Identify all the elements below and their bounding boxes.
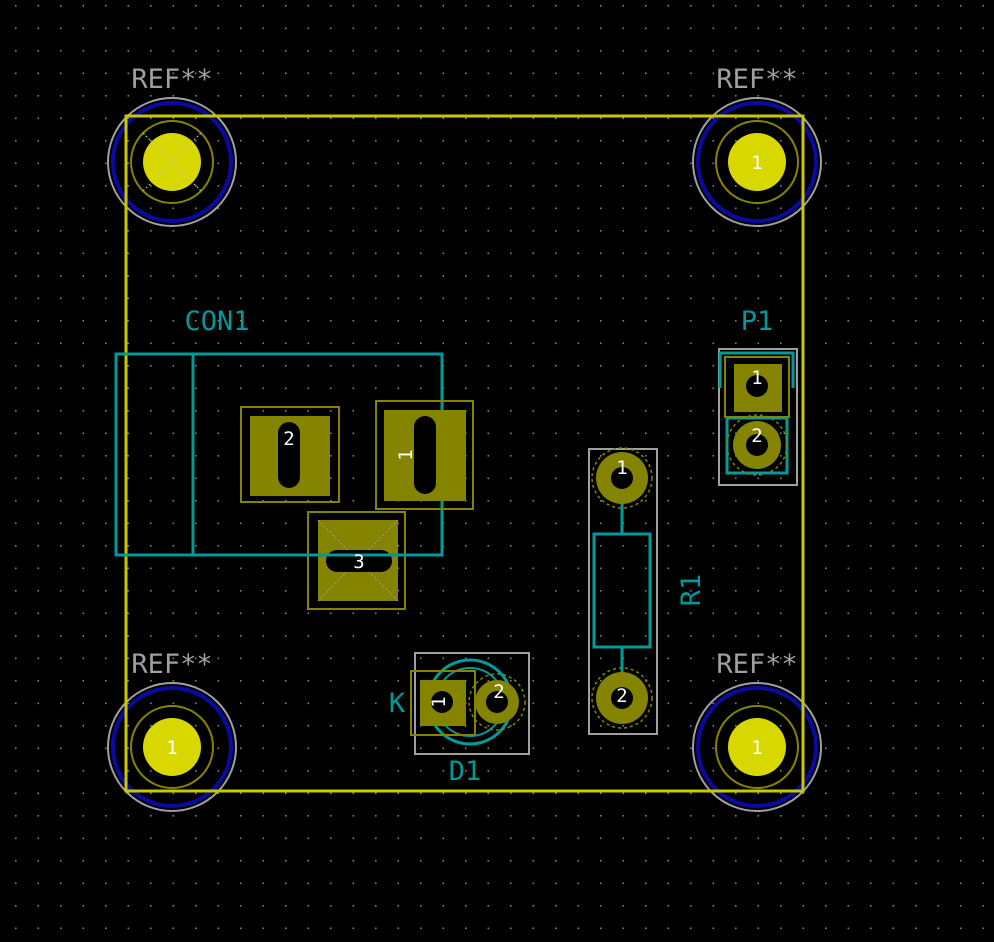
svg-text:1: 1	[751, 367, 762, 389]
pad-number: 1	[166, 737, 177, 759]
p1-courtyard	[718, 348, 798, 486]
mounting-hole-top-left[interactable]: REF**	[107, 64, 237, 227]
pad-number: 1	[751, 152, 762, 174]
p1-pad-2[interactable]: 2	[726, 414, 788, 476]
ref-label: REF**	[131, 649, 212, 680]
d1-cathode-label: K	[389, 688, 406, 719]
con1-ref-label: CON1	[184, 306, 249, 337]
footprint-r1[interactable]: 1 2 R1	[588, 447, 707, 735]
con1-pad-1[interactable]: 1	[375, 400, 474, 510]
mounting-hole-top-right[interactable]: 1 REF**	[692, 64, 822, 227]
ref-label: REF**	[131, 64, 212, 95]
con1-pad-2[interactable]: 2	[240, 406, 340, 503]
p1-ref-label: P1	[741, 306, 774, 337]
svg-text:3: 3	[353, 551, 364, 573]
svg-text:1: 1	[395, 449, 417, 460]
board-edge-outline[interactable]	[124, 114, 805, 793]
ref-label: REF**	[716, 649, 797, 680]
mount-pad[interactable]	[728, 133, 786, 191]
d1-pad-2[interactable]: 2	[468, 673, 526, 731]
ref-label: REF**	[716, 64, 797, 95]
svg-text:1: 1	[616, 457, 627, 479]
cross-marker-icon	[142, 132, 202, 192]
r1-pad-2[interactable]: 2	[591, 667, 653, 729]
r1-ref-label: R1	[676, 574, 707, 607]
d1-courtyard	[414, 652, 530, 755]
footprint-con1[interactable]: CON1 2 1 3	[114, 306, 474, 610]
mounting-hole-bottom-right[interactable]: 1 REF**	[692, 649, 822, 812]
svg-text:2: 2	[283, 428, 294, 450]
mount-pad[interactable]	[728, 718, 786, 776]
p1-pad-1[interactable]: 1	[724, 356, 790, 418]
mounting-hole-bottom-left[interactable]: 1 REF**	[107, 649, 237, 812]
con1-pad-3[interactable]: 3	[116, 511, 442, 610]
svg-text:2: 2	[751, 425, 762, 447]
svg-text:2: 2	[493, 681, 504, 703]
r1-pad-1[interactable]: 1	[591, 447, 653, 509]
d1-ref-label: D1	[449, 756, 482, 787]
footprint-p1[interactable]: P1 1 2	[718, 306, 798, 486]
r1-body-outline	[592, 532, 652, 649]
r1-courtyard	[588, 448, 658, 735]
footprint-d1[interactable]: 1 2 K D1	[389, 652, 530, 787]
svg-text:1: 1	[428, 696, 450, 707]
pad-number: 1	[751, 737, 762, 759]
svg-text:2: 2	[616, 685, 627, 707]
d1-pad-1[interactable]: 1	[410, 670, 476, 736]
mount-pad[interactable]	[143, 718, 201, 776]
